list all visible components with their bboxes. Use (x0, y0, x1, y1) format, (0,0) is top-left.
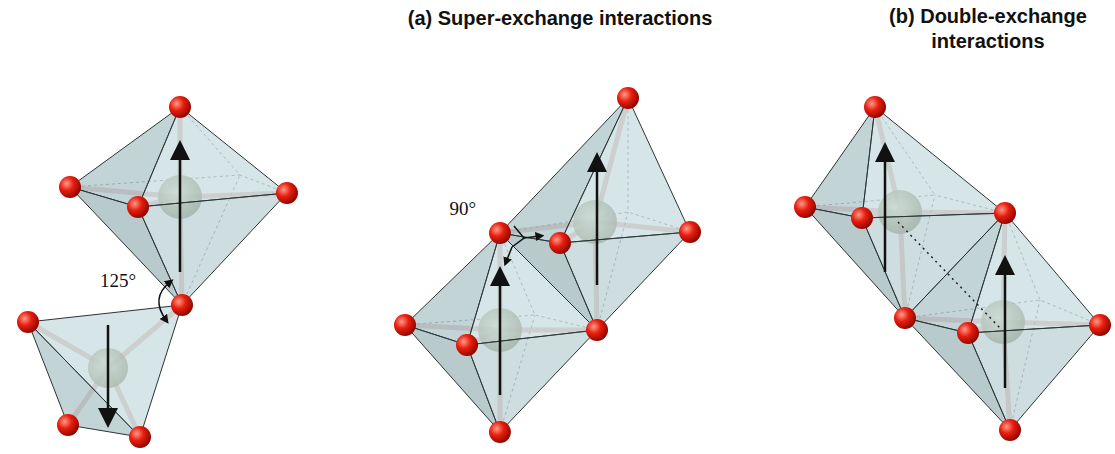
octahedron-a (70, 107, 287, 305)
oxygen-atoms (17, 96, 298, 448)
oxygen-atoms (394, 87, 701, 443)
spin-arrow (1004, 265, 1007, 388)
angle-label: 90° (420, 198, 476, 220)
oxygen-atoms (794, 96, 1111, 441)
angle-label: 125° (76, 270, 136, 292)
tetrahedron (28, 305, 182, 437)
panel-title: (b) Double-exchange interactions (872, 4, 1104, 54)
right-angle-mark (506, 226, 540, 262)
angle-arc (159, 282, 170, 320)
octahedron-lower-right (905, 213, 1100, 430)
octahedron-upper-mid (500, 98, 690, 330)
panel-title: (a) Super-exchange interactions (300, 6, 820, 31)
spin-arrow (884, 152, 887, 272)
